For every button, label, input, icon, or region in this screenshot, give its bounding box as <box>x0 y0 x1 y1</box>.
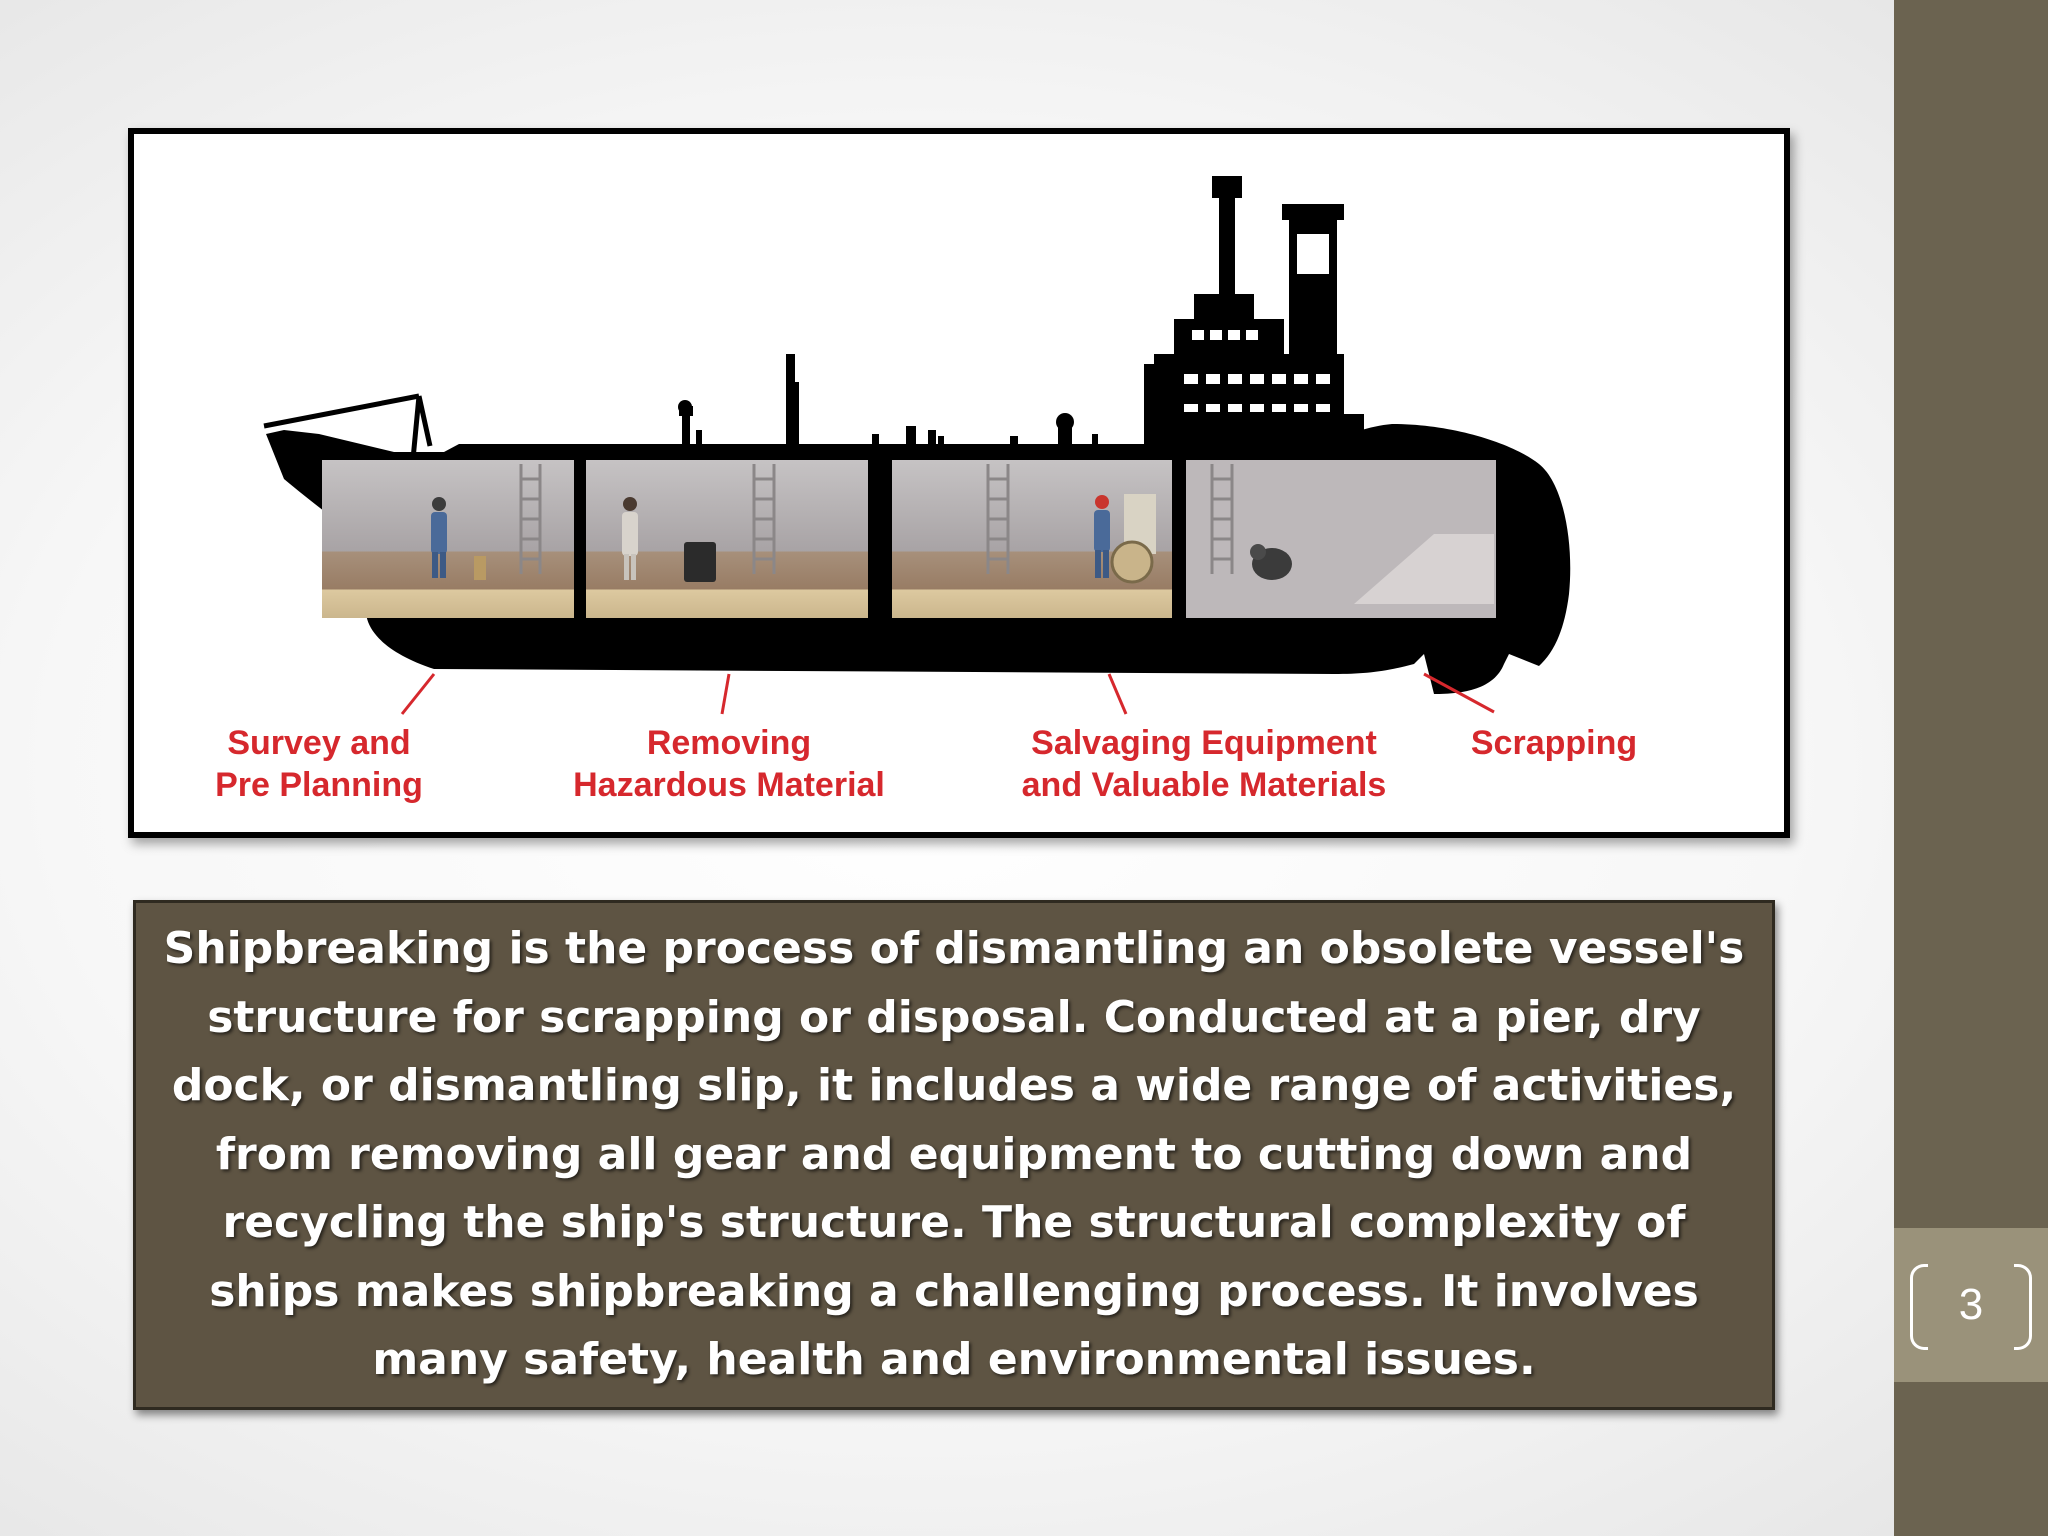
ship-superstructure <box>1144 176 1364 446</box>
stage-label-line: Pre Planning <box>215 766 423 804</box>
description-text: Shipbreaking is the process of dismantli… <box>163 923 1745 1386</box>
left-bracket-icon <box>1910 1264 1928 1350</box>
stage-label-line: Hazardous Material <box>573 766 885 804</box>
stage-label-salvaging: Salvaging Equipment and Valuable Materia… <box>1004 722 1404 806</box>
stage-label-line: Scrapping <box>1470 724 1638 762</box>
superstructure-windows <box>1184 234 1330 412</box>
stage-label-line: Salvaging Equipment <box>1031 724 1377 762</box>
worker-cutter <box>1250 534 1494 604</box>
pointer-lines <box>400 672 1495 715</box>
ship-diagram <box>263 176 1571 715</box>
right-bracket-icon <box>2014 1264 2032 1350</box>
description-box: Shipbreaking is the process of dismantli… <box>133 900 1775 1410</box>
stage-label-survey: Survey and Pre Planning <box>204 722 434 806</box>
stage-label-line: and Valuable Materials <box>1021 766 1387 804</box>
stage-label-removing: Removing Hazardous Material <box>549 722 909 806</box>
worker-surveyor <box>431 497 486 580</box>
worker-hazmat <box>622 497 716 582</box>
worker-salvager <box>1094 494 1156 584</box>
stage-label-line: Removing <box>646 724 812 762</box>
page-number-badge: 3 <box>1894 1228 2048 1382</box>
ladders <box>519 464 1234 574</box>
stage-label-scrapping: Scrapping <box>1444 722 1664 764</box>
ship-illustration: Survey and Pre Planning Removing Hazardo… <box>128 128 1790 838</box>
page-number: 3 <box>1958 1280 1984 1329</box>
stage-label-line: Survey and <box>227 724 411 762</box>
